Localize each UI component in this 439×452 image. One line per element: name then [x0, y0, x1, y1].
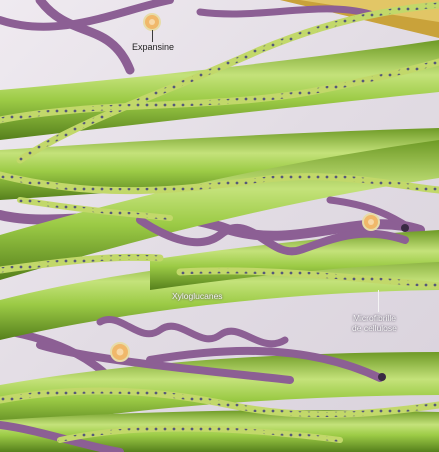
expansin-protein-icon: [144, 14, 160, 30]
expansine-leader: [152, 30, 153, 42]
expansin-protein-icon: [111, 343, 129, 361]
label-expansine: Expansine: [132, 42, 174, 52]
expansin-protein-icon: [363, 214, 379, 230]
label-xyloglucanes: Xyloglucanes: [172, 292, 223, 302]
microfibrille-leader: [378, 290, 379, 312]
label-microfibrille-de-cellulose: Microfibrille de cellulose: [352, 314, 397, 334]
